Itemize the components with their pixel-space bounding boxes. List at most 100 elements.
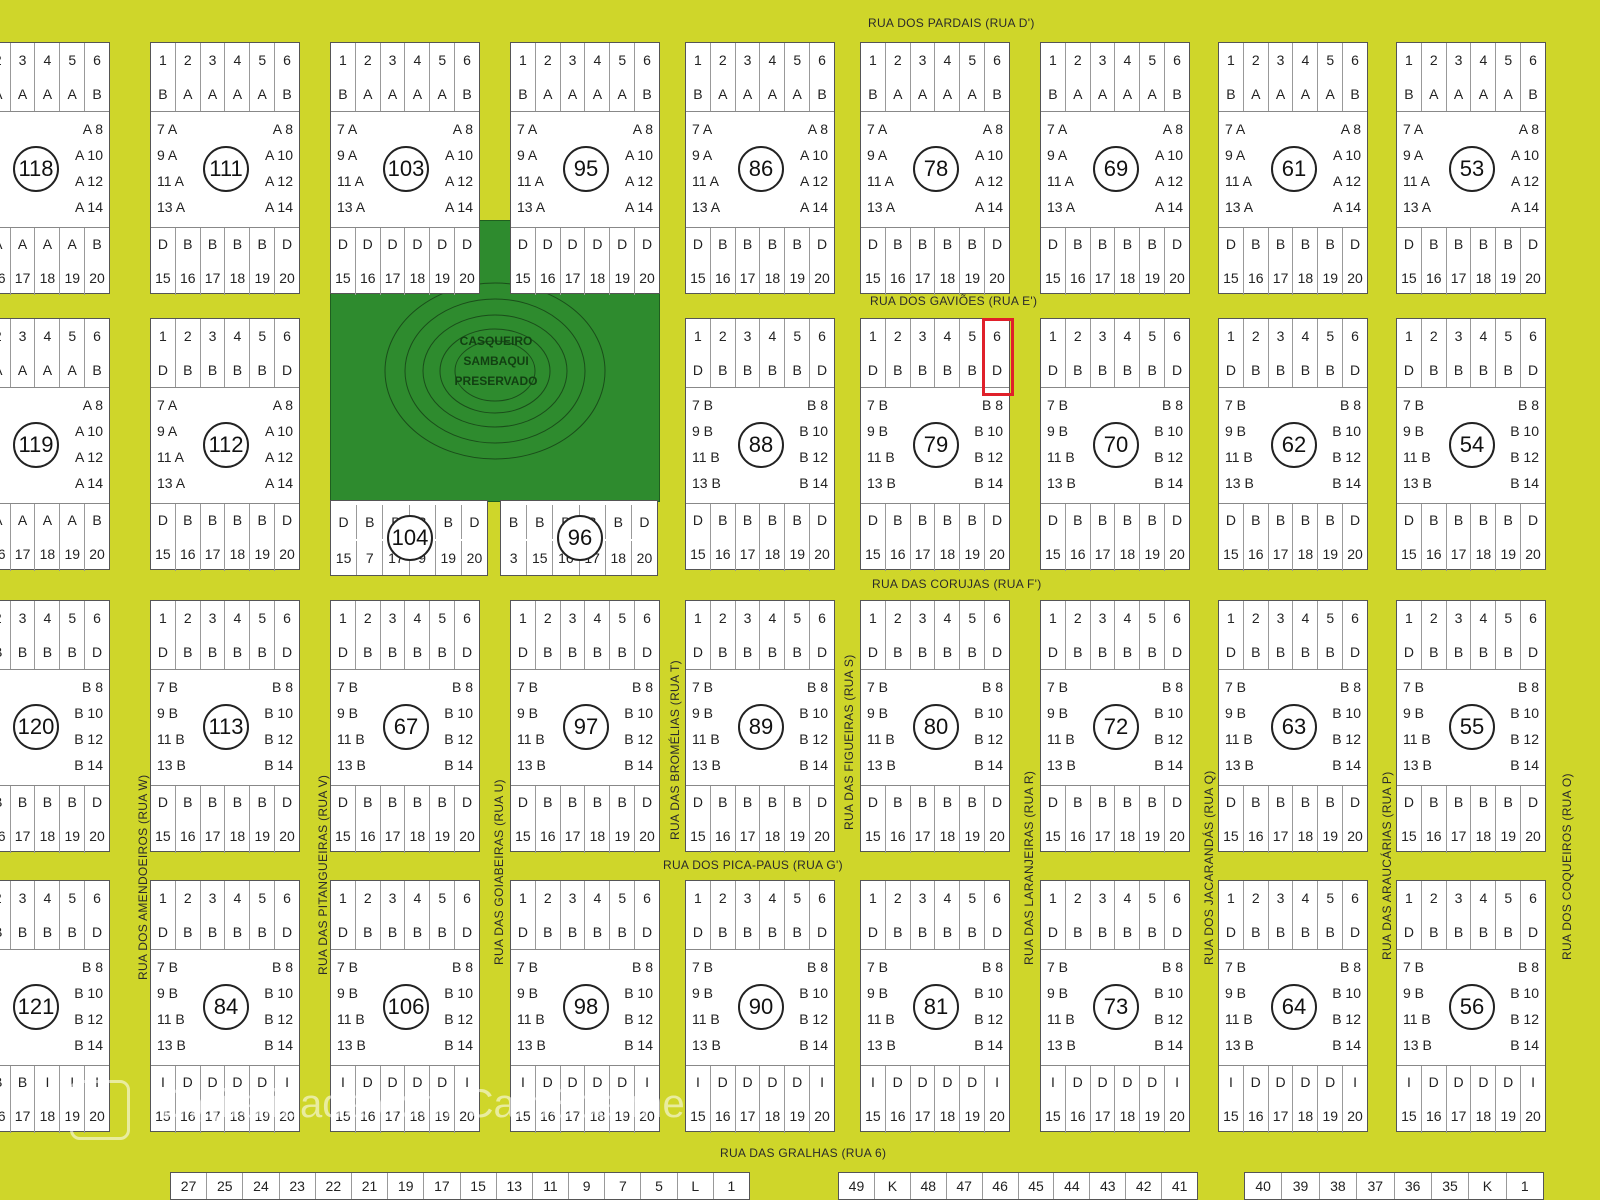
lot-cell: D <box>1219 915 1244 949</box>
lot-cell: 20 <box>1525 270 1541 286</box>
side-lot-right: B 12 <box>1154 731 1183 747</box>
lot-cell: 19 <box>1496 261 1522 295</box>
lot-cell: 16 <box>1422 261 1447 295</box>
lot-cell: 6 <box>1351 52 1359 68</box>
lot-cell: 44 <box>1054 1173 1091 1199</box>
lot-cell: 3 <box>1269 601 1294 635</box>
block-120[interactable]: 123456BBBBBDBBBBBD1516171819207 B9 B11 B… <box>0 600 110 853</box>
lot-cell: 2 <box>536 601 561 635</box>
lot-cell: A <box>11 353 36 387</box>
lot-cell: B <box>1447 353 1472 387</box>
block-118[interactable]: 123456AAAAABAAAAAB1516171819207 A9 A11 A… <box>0 42 110 295</box>
lot-cell: 2 <box>1066 319 1091 353</box>
lot-cell: B <box>610 635 636 669</box>
lot-cell: 5 <box>60 881 86 915</box>
lot-cell: 40 <box>1245 1173 1283 1199</box>
lot-cell: 4 <box>35 319 61 353</box>
side-lot-right: B 14 <box>74 757 103 773</box>
lot-letters-bottom: AAAAAB <box>0 227 109 261</box>
lot-cell: B <box>711 227 736 261</box>
lot-cell: 6 <box>93 610 101 626</box>
lot-cell: 15 <box>1041 1099 1066 1133</box>
lot-cell: 49 <box>839 1173 875 1199</box>
side-lot-right: A 12 <box>1154 173 1183 189</box>
block-121[interactable]: 123456BBBBBDBBBIII1516171819207 B9 B11 B… <box>0 880 110 1133</box>
lot-cell: I <box>1175 1074 1179 1090</box>
lot-cell: 19 <box>610 819 636 853</box>
lot-cell: B <box>1066 785 1091 819</box>
lot-cell: 1 <box>1397 881 1422 915</box>
lot-cell: 1 <box>1397 43 1422 77</box>
block-96[interactable]: BBBBBD3151617182096 <box>500 500 658 576</box>
lot-divider <box>0 669 109 670</box>
lot-cell: D <box>641 794 653 810</box>
lot-cell: 3 <box>201 881 226 915</box>
block-number: 70 <box>1093 422 1139 468</box>
lot-divider <box>686 387 834 388</box>
lot-cell: A <box>60 503 86 537</box>
lot-cell: 4 <box>1115 43 1141 77</box>
block-104[interactable]: DBBBBD1571791920104 <box>330 500 488 576</box>
highlighted-lot[interactable] <box>982 318 1014 396</box>
lot-cell: 4 <box>1293 319 1319 353</box>
lot-cell: 6 <box>463 610 471 626</box>
lot-cell: 15 <box>861 819 886 853</box>
block-number: 118 <box>13 146 59 192</box>
lot-cell: B <box>1293 503 1319 537</box>
lot-cell: D <box>639 514 650 530</box>
lot-cell: 20 <box>636 550 653 566</box>
block-119[interactable]: 123456AAAAABAAAAAB1516171819207 A9 A11 A… <box>0 318 110 571</box>
lot-cell: 6 <box>93 328 101 344</box>
side-lot-right: B 14 <box>974 757 1003 773</box>
lot-cell: 4 <box>935 601 961 635</box>
lot-cell: 2 <box>1422 43 1447 77</box>
lot-cell: 6 <box>818 52 826 68</box>
side-lot-right: B 14 <box>1154 1037 1183 1053</box>
lot-cell: B <box>250 503 276 537</box>
lot-cell: 2 <box>1066 601 1091 635</box>
lot-cell: 16 <box>0 819 11 853</box>
lot-cell: 4 <box>760 319 786 353</box>
block-number: 86 <box>738 146 784 192</box>
side-lot-right: B 10 <box>624 985 653 1001</box>
street-label-rua-r: RUA DAS LARANJEIRAS (RUA R) <box>1022 770 1036 965</box>
lot-cell: 19 <box>430 261 456 295</box>
lot-cell: D <box>461 924 473 940</box>
side-lot-right: B 14 <box>1510 1037 1539 1053</box>
lot-cell: B <box>176 915 201 949</box>
